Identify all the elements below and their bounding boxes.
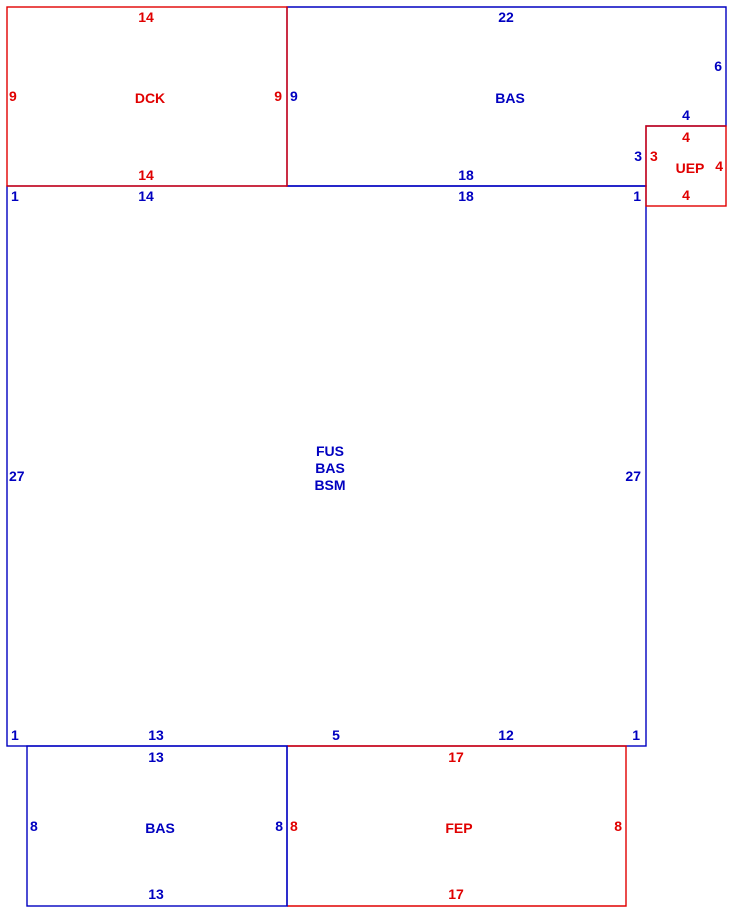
fus-bottom-right-corner-dimension: 1 — [632, 727, 640, 743]
fep-right-dimension: 8 — [614, 818, 622, 834]
fep-top-dimension: 17 — [448, 749, 464, 765]
dck-bottom-dimension: 14 — [138, 167, 154, 183]
fus-top-left-corner-dimension: 1 — [11, 188, 19, 204]
dck-left-dimension: 9 — [9, 88, 17, 104]
fus-region-label-2: BAS — [315, 460, 345, 476]
fep-region-outline — [287, 745, 627, 907]
bas-bottom-top-dimension: 13 — [148, 749, 164, 765]
fep-bottom-dimension: 17 — [448, 886, 464, 902]
fus-right-dimension: 27 — [625, 468, 641, 484]
uep-bottom-dimension: 4 — [682, 187, 690, 203]
dck-region-outline — [6, 6, 288, 187]
uep-region-outline — [645, 125, 727, 207]
fus-left-dimension: 27 — [9, 468, 25, 484]
bas-top-top-dimension: 22 — [498, 9, 514, 25]
bas-top-right-dimension: 6 — [714, 58, 722, 74]
fus-region-label-3: BSM — [314, 477, 345, 493]
dck-right-dimension: 9 — [274, 88, 282, 104]
bas-top-region-label: BAS — [495, 90, 525, 106]
dck-region-label: DCK — [135, 90, 165, 106]
fep-region-label: FEP — [445, 820, 472, 836]
fus-bottom-segment-b-dimension: 5 — [332, 727, 340, 743]
uep-right-dimension: 4 — [715, 158, 723, 174]
uep-left-dimension: 3 — [650, 148, 658, 164]
bas-bottom-left-dimension: 8 — [30, 818, 38, 834]
uep-region-label: UEP — [676, 160, 705, 176]
bas-top-step-side-dimension: 3 — [634, 148, 642, 164]
bas-bottom-bottom-dimension: 13 — [148, 886, 164, 902]
bas-bottom-region-label: BAS — [145, 820, 175, 836]
fus-top-segment-a-dimension: 14 — [138, 188, 154, 204]
bas-top-left-dimension: 9 — [290, 88, 298, 104]
fus-bottom-left-corner-dimension: 1 — [11, 727, 19, 743]
bas-top-bottom-dimension: 18 — [458, 167, 474, 183]
uep-top-dimension: 4 — [682, 129, 690, 145]
fus-region-label-1: FUS — [316, 443, 344, 459]
fep-left-dimension: 8 — [290, 818, 298, 834]
fus-bottom-segment-c-dimension: 12 — [498, 727, 514, 743]
fus-top-segment-b-dimension: 18 — [458, 188, 474, 204]
fus-bottom-segment-a-dimension: 13 — [148, 727, 164, 743]
dck-top-dimension: 14 — [138, 9, 154, 25]
fus-top-right-corner-dimension: 1 — [633, 188, 641, 204]
bas-top-step-top-dimension: 4 — [682, 107, 690, 123]
bas-bottom-right-dimension: 8 — [275, 818, 283, 834]
